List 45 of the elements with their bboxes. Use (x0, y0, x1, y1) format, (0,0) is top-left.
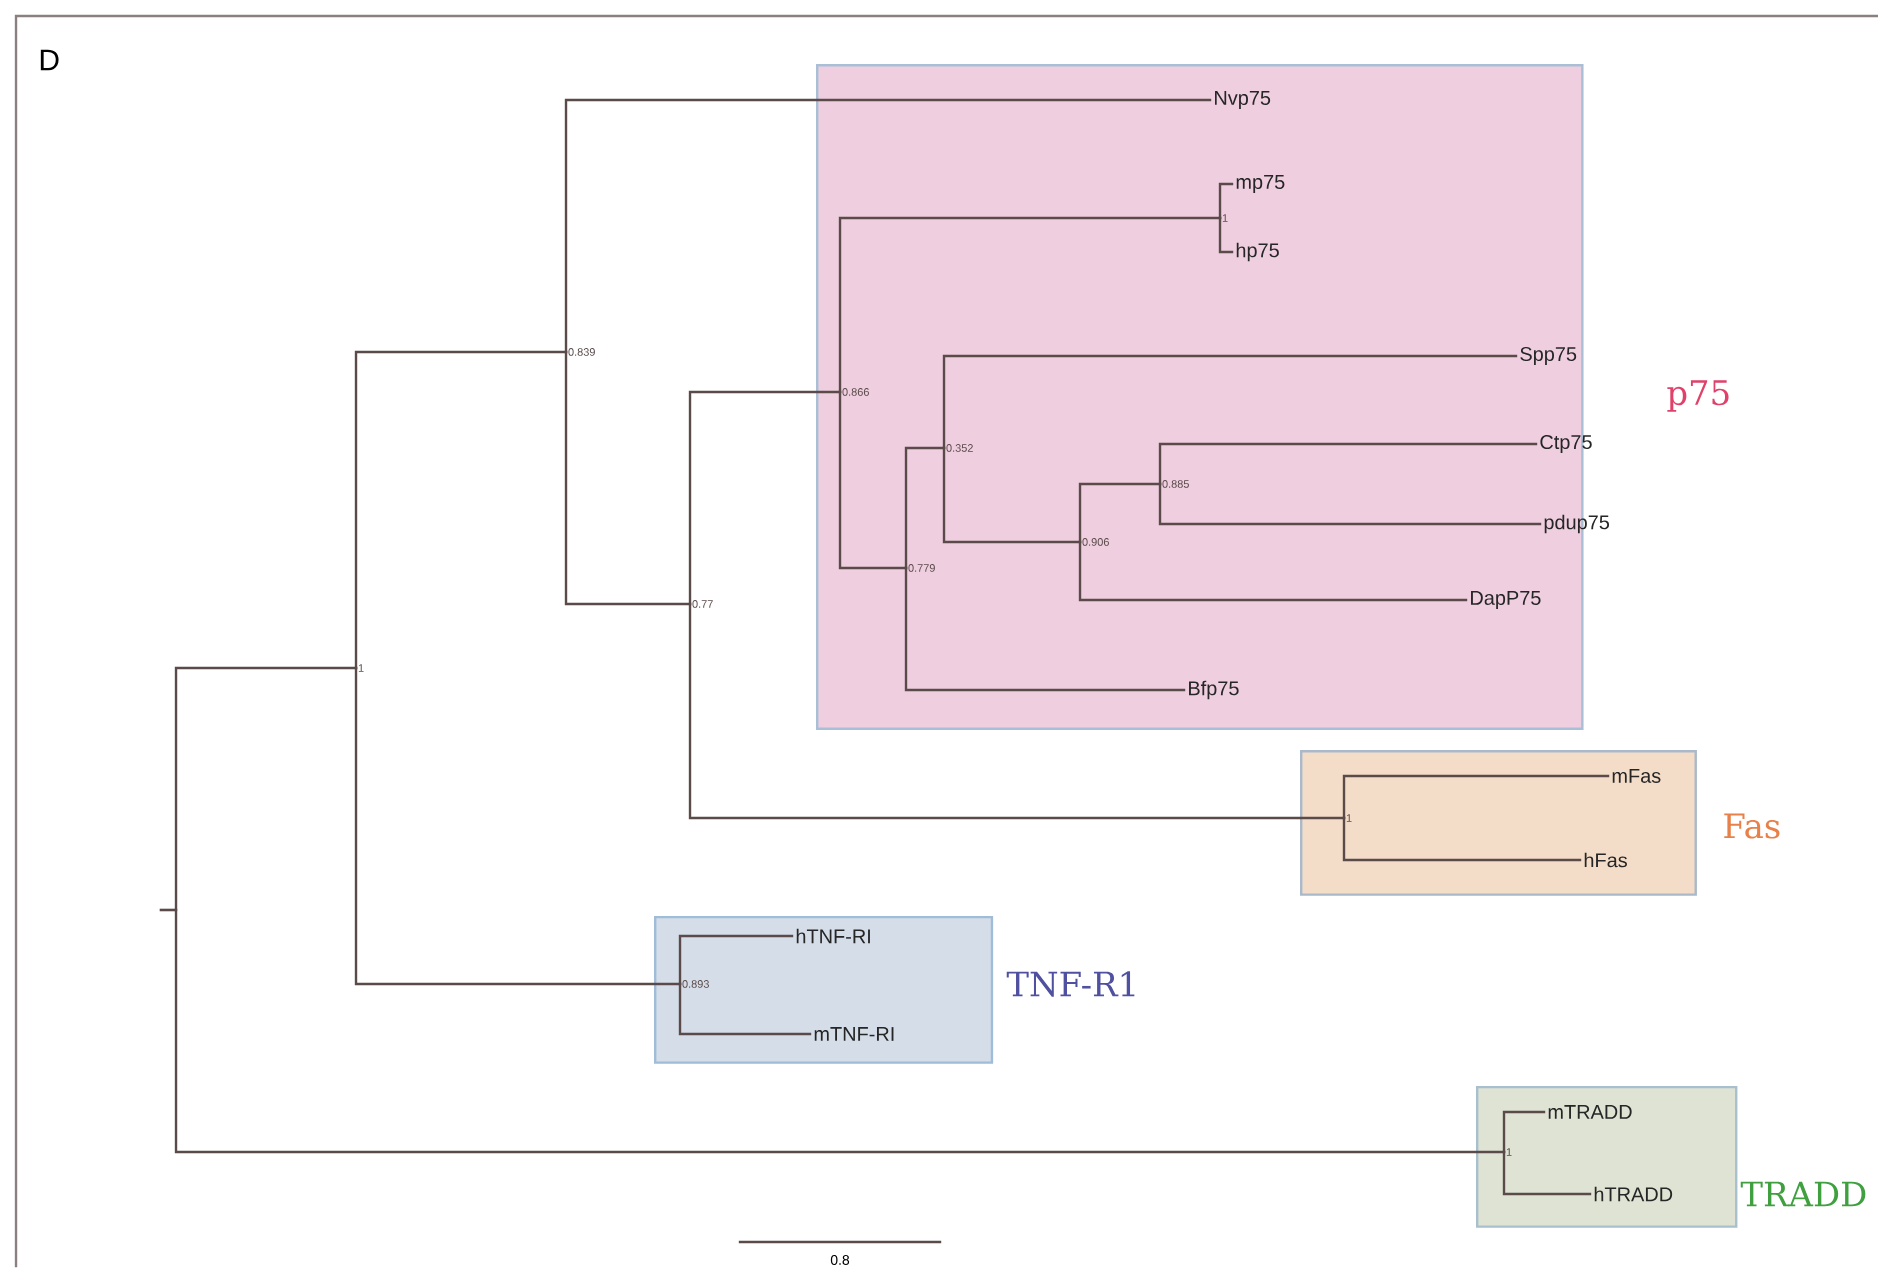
tree-branch (838, 390, 908, 570)
tree-branch (678, 982, 812, 1036)
tree-branch (174, 908, 1506, 1154)
taxon-label: Bfp75 (1189, 680, 1239, 700)
tree-branch (688, 602, 1346, 820)
tree-branch (354, 350, 568, 670)
taxon-label: hFas (1584, 852, 1627, 868)
panel-letter: D (40, 49, 59, 71)
tree-branch (1502, 1150, 1592, 1196)
tree-branch (942, 354, 1518, 450)
tree-branch (174, 666, 358, 912)
tree-branch (1158, 442, 1538, 486)
tree-branch (1158, 482, 1542, 526)
taxon-label: hTNF-RI (796, 928, 870, 944)
node-label: p75 (1667, 380, 1729, 412)
taxon-label: mTRADD (1548, 1105, 1632, 1119)
tree-branch (564, 350, 692, 606)
taxon-label: DapP75 (1471, 591, 1541, 609)
taxon-label: mFas (1612, 769, 1661, 783)
taxon-label: pdup75 (1544, 514, 1610, 534)
node-label: TRADD (1740, 1181, 1866, 1207)
taxon-label: Nvp75 (1215, 91, 1271, 109)
tree-branch (1342, 774, 1610, 820)
tree-branch (1078, 540, 1468, 602)
tree-branch (678, 934, 794, 986)
tree-branch (838, 216, 1222, 394)
tree-branch (564, 98, 1212, 354)
node-label: TNF-R1 (1006, 971, 1135, 997)
tree-branch (688, 390, 842, 606)
tree-branch (904, 446, 946, 570)
taxon-label: Ctp75 (1540, 434, 1592, 453)
taxon-label: hTRADD (1594, 1186, 1673, 1202)
tree-branch (942, 446, 1082, 544)
node-label: Fas (1724, 813, 1780, 839)
tree-branch (1218, 182, 1234, 220)
taxon-label: hp75 (1236, 242, 1279, 262)
tree-branch (904, 566, 1186, 692)
tree-branch (354, 666, 682, 986)
tree-branch (1342, 816, 1582, 862)
tree-branch (1218, 216, 1234, 254)
taxon-label: mp75 (1236, 175, 1285, 193)
taxon-label: Spp75 (1520, 346, 1577, 365)
tree-branch (1502, 1110, 1546, 1154)
taxon-label: mTNF-RI (814, 1027, 894, 1041)
tree-branch (1078, 482, 1162, 544)
